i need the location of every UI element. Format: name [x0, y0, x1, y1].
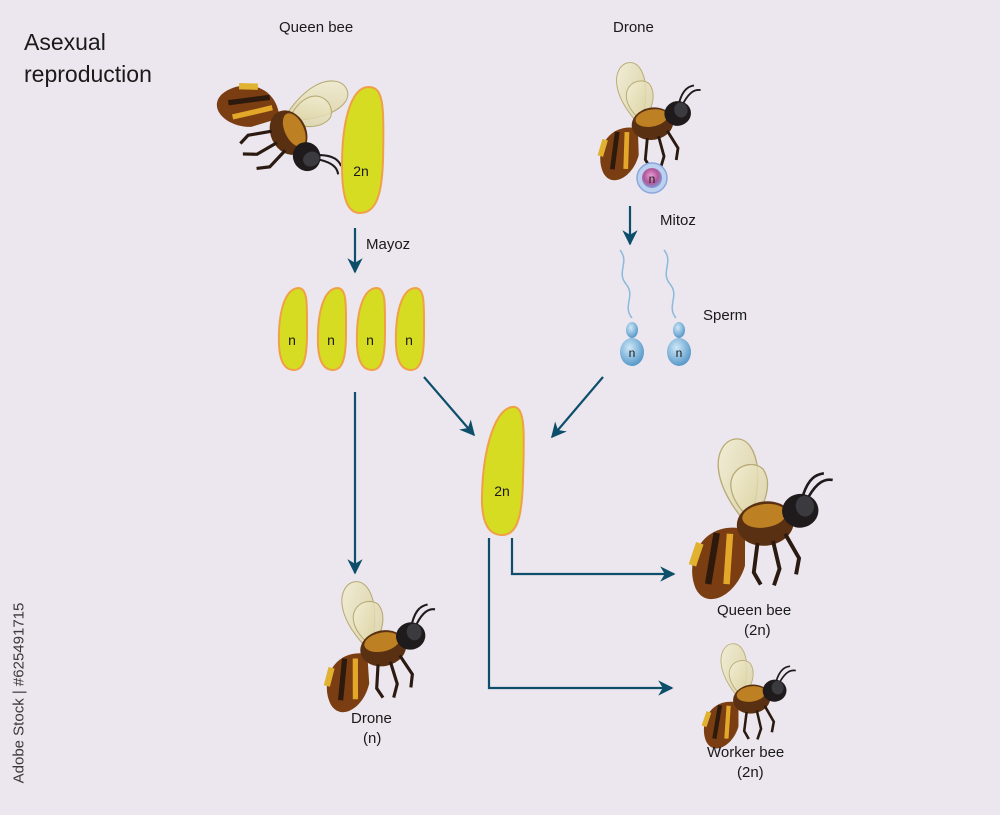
gamete-cell	[277, 286, 309, 372]
sperm-to-zygote-arrow	[551, 376, 604, 439]
stock-id-text: Adobe Stock | #625491715	[10, 602, 28, 783]
mitoz-label: Mitoz	[660, 212, 696, 229]
zygote-cell	[480, 405, 525, 537]
worker-bee-name: Worker bee	[707, 744, 785, 761]
zygote-to-queen-arrow	[510, 538, 676, 582]
sperm-cell	[619, 249, 644, 366]
sperm-label: n	[629, 346, 636, 360]
drone-bee-bottom-illustration	[306, 567, 452, 715]
drone-nucleus	[636, 162, 668, 194]
gamete-cell	[316, 286, 348, 372]
zygote-label: 2n	[494, 483, 510, 499]
gamete-cell	[355, 286, 387, 372]
title-line-2: reproduction	[24, 61, 152, 87]
zygote-to-worker-arrow	[487, 538, 674, 696]
sperm-label: n	[676, 346, 683, 360]
mayoz-label: Mayoz	[366, 236, 411, 253]
drone-bottom-name: Drone	[351, 710, 392, 727]
gamete-cell	[394, 286, 426, 372]
worker-bee-ploidy: (2n)	[737, 764, 764, 781]
gamete-label: n	[327, 332, 335, 348]
gamete-cells	[277, 286, 426, 372]
stock-id-side-text: Adobe Stock | #625491715	[6, 585, 32, 800]
queen-egg-cell	[340, 85, 385, 215]
sperm-cell	[663, 249, 691, 366]
queen-bee-bottom-name: Queen bee	[717, 602, 792, 619]
page-title: Asexual reproduction	[24, 26, 152, 90]
queen-egg-label: 2n	[353, 163, 369, 179]
queen-bee-bottom-illustration	[674, 426, 846, 601]
drone-nucleus-label: n	[649, 172, 656, 186]
drone-bottom-ploidy: (n)	[363, 730, 382, 747]
sperm-text-label: Sperm	[703, 307, 748, 324]
queen-bee-top-label: Queen bee	[279, 19, 354, 36]
gamete-to-zygote-arrow	[423, 376, 476, 437]
title-line-1: Asexual	[24, 29, 106, 55]
gamete-label: n	[288, 332, 296, 348]
worker-bee-illustration	[692, 636, 805, 750]
drone-top-label: Drone	[613, 19, 654, 36]
gamete-label: n	[366, 332, 374, 348]
queen-bee-bottom-ploidy: (2n)	[744, 622, 771, 639]
gamete-label: n	[405, 332, 413, 348]
